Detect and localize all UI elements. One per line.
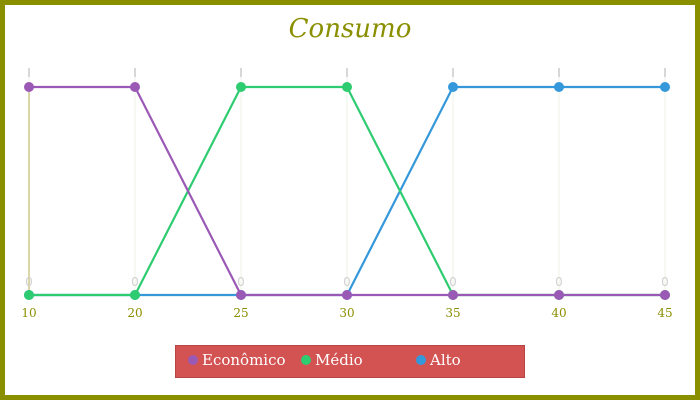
data-point-1-3: [342, 82, 352, 92]
x-tick-label-5: 40: [551, 306, 566, 320]
data-point-0-1: [130, 82, 140, 92]
data-point-0-2: [236, 290, 246, 300]
data-point-1-2: [236, 82, 246, 92]
point-label-0: 0: [25, 275, 33, 289]
data-point-0-4: [448, 290, 458, 300]
legend-item-economico[interactable]: Econômico: [188, 351, 286, 369]
legend-item-alto[interactable]: Alto: [416, 351, 461, 369]
legend-item-medio[interactable]: Médio: [301, 351, 363, 369]
chart-title: Consumo: [288, 14, 412, 44]
point-label-2: 0: [237, 275, 245, 289]
legend-marker-alto: [416, 355, 426, 365]
data-point-1-1: [130, 290, 140, 300]
legend-marker-economico: [188, 355, 198, 365]
point-label-5: 0: [555, 275, 563, 289]
x-tick-label-0: 10: [21, 306, 36, 320]
point-label-3: 0: [343, 275, 351, 289]
x-tick-label-6: 45: [657, 306, 672, 320]
point-label-6: 0: [661, 275, 669, 289]
point-label-4: 0: [449, 275, 457, 289]
data-point-2-6: [660, 82, 670, 92]
data-point-0-5: [554, 290, 564, 300]
legend-label-alto: Alto: [430, 351, 461, 369]
x-tick-label-2: 25: [233, 306, 248, 320]
point-label-1: 0: [131, 275, 139, 289]
legend-label-economico: Econômico: [202, 351, 286, 369]
legend-label-medio: Médio: [315, 351, 363, 369]
x-tick-label-3: 30: [339, 306, 354, 320]
x-tick-label-1: 20: [127, 306, 142, 320]
data-point-0-0: [24, 82, 34, 92]
legend: Econômico Médio Alto: [175, 345, 525, 378]
data-point-2-5: [554, 82, 564, 92]
data-point-1-0: [24, 290, 34, 300]
legend-marker-medio: [301, 355, 311, 365]
data-point-0-3: [342, 290, 352, 300]
x-tick-label-4: 35: [445, 306, 460, 320]
data-point-0-6: [660, 290, 670, 300]
data-point-2-4: [448, 82, 458, 92]
